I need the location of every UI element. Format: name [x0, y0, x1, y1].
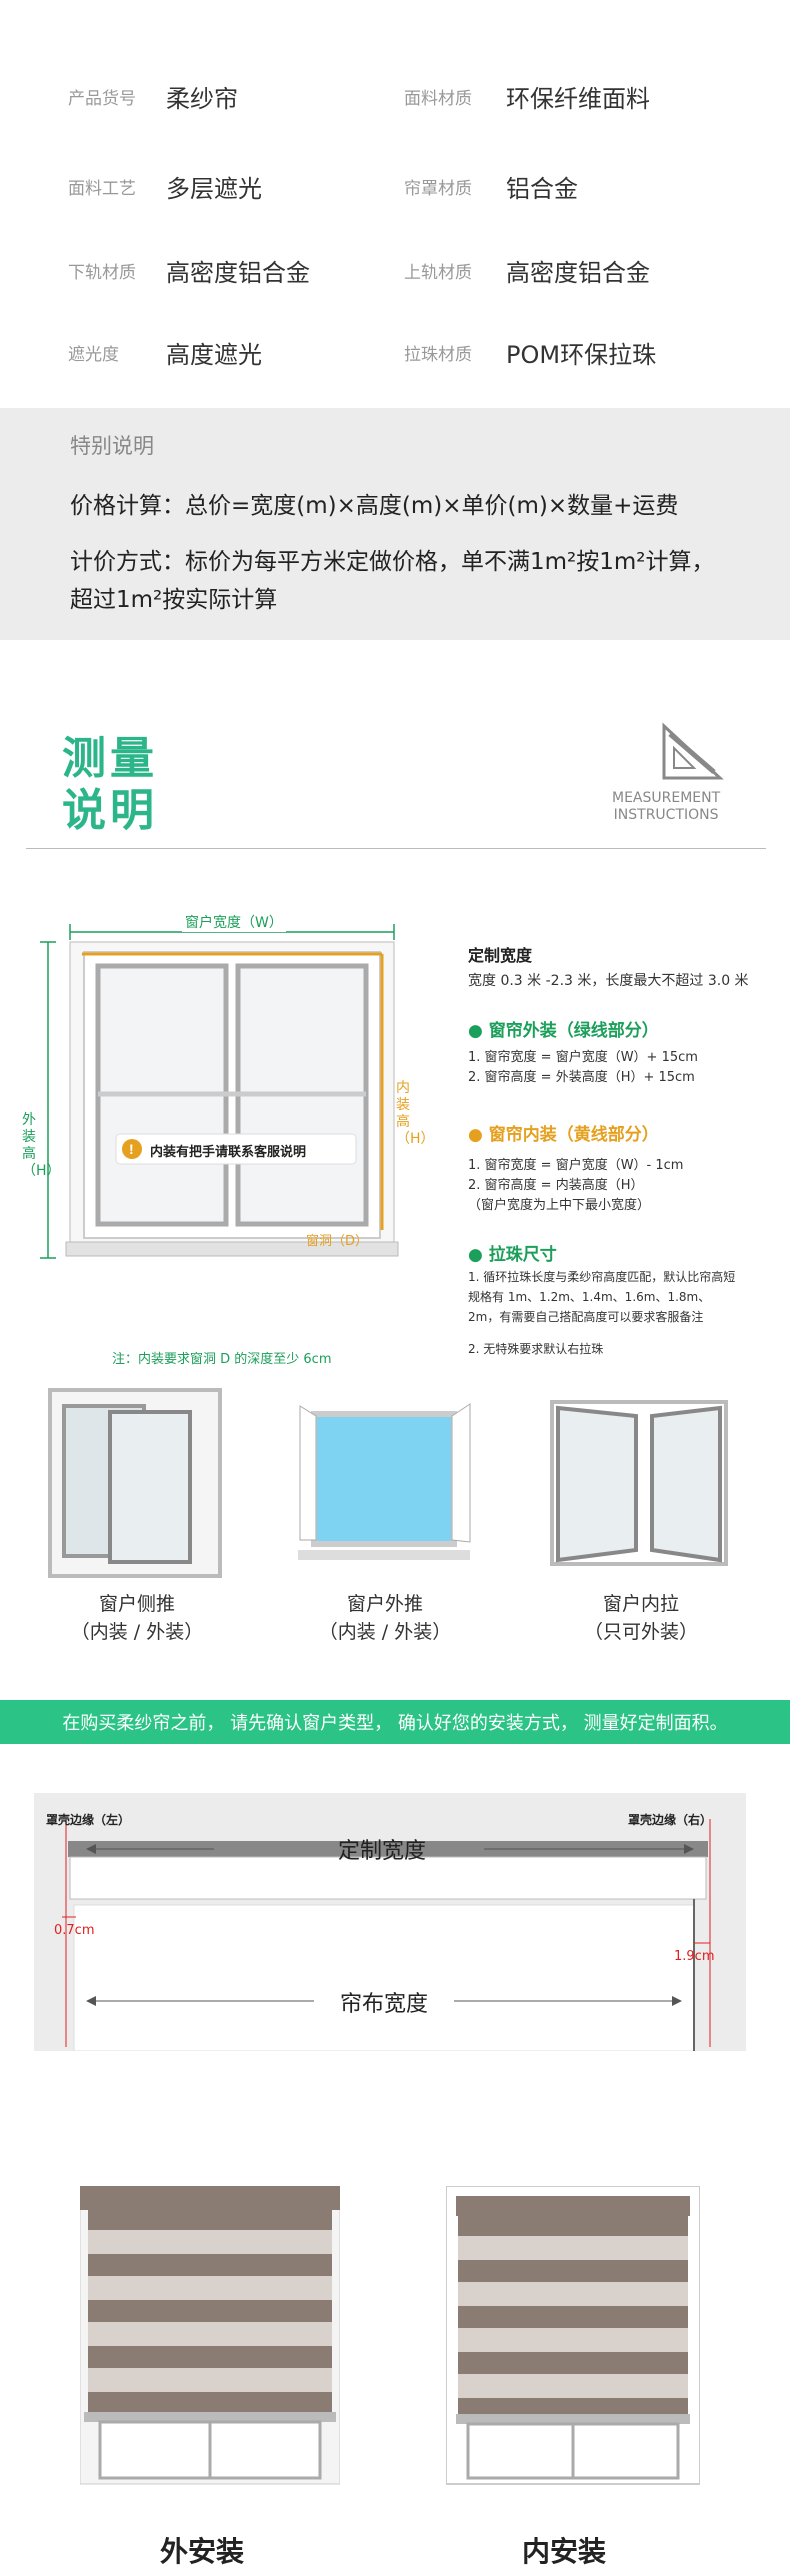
inner-install-title: ● 窗帘内装（黄线部分）	[468, 1125, 659, 1145]
special-notice: 特别说明 价格计算：总价=宽度(m)×高度(m)×单价(m)×数量+运费 计价方…	[0, 408, 790, 640]
svg-text:!: !	[129, 1141, 134, 1157]
price-formula: 价格计算：总价=宽度(m)×高度(m)×单价(m)×数量+运费	[70, 493, 679, 519]
fabric-width-label: 帘布宽度	[340, 1992, 429, 2017]
spec-value: 高度遮光	[166, 340, 262, 369]
inner-height-label: 内装高（H）	[396, 1080, 435, 1147]
spec-key: 产品货号	[68, 88, 136, 109]
right-gap-label: 1.9cm	[674, 1949, 715, 1964]
spec-row: 下轨材质 高密度铝合金 上轨材质 高密度铝合金	[0, 250, 790, 290]
right-edge-label: 罩壳边缘（右）	[628, 1813, 713, 1827]
spec-value: 多层遮光	[166, 174, 262, 203]
pricing-method-cont: 超过1m²按实际计算	[70, 587, 278, 613]
left-edge-label: 罩壳边缘（左）	[46, 1813, 131, 1827]
spec-key: 帘罩材质	[404, 178, 472, 199]
bead-line-2: 规格有 1m、1.2m、1.4m、1.6m、1.8m、	[468, 1290, 711, 1304]
bead-line-3: 2m，有需要自己搭配高度可以要求客服备注	[468, 1310, 704, 1324]
handle-bubble: 内装有把手请联系客服说明	[150, 1145, 307, 1160]
purchase-banner: 在购买柔纱帘之前， 请先确认窗户类型， 确认好您的安装方式， 测量好定制面积。	[0, 1700, 790, 1744]
pricing-method: 计价方式：标价为每平方米定做价格，单不满1m²按1m²计算，	[70, 549, 715, 575]
width-label: 窗户宽度（W）	[182, 912, 286, 932]
outer-install-caption: 外安装	[160, 2535, 245, 2568]
spec-row: 产品货号 柔纱帘 面料材质 环保纤维面料	[0, 76, 790, 116]
outer-install-title: ● 窗帘外装（绿线部分）	[468, 1021, 659, 1041]
custom-width-label: 定制宽度	[338, 1839, 427, 1864]
sliding-window-image	[48, 1388, 222, 1578]
measure-title-2: 说明	[62, 785, 158, 836]
spec-value: POM环保拉珠	[506, 340, 657, 369]
spec-key: 面料工艺	[68, 178, 136, 199]
spec-value: 高密度铝合金	[506, 258, 650, 287]
en-line-1: MEASUREMENT	[612, 790, 721, 806]
window-drawing: !	[40, 924, 399, 1259]
divider	[26, 848, 766, 849]
outer-rule-1: 1. 窗帘宽度 = 窗户宽度（W）+ 15cm	[468, 1050, 698, 1065]
window-type-outward: 窗户外推 （内装 / 外装）	[270, 1380, 500, 1646]
notice-title: 特别说明	[70, 434, 154, 458]
spec-row: 遮光度 高度遮光 拉珠材质 POM环保拉珠	[0, 332, 790, 372]
window-type-slide: 窗户侧推 （内装 / 外装）	[22, 1380, 252, 1646]
spec-key: 下轨材质	[68, 262, 136, 283]
spec-value: 环保纤维面料	[506, 84, 650, 113]
spec-key: 上轨材质	[404, 262, 472, 283]
en-line-2: INSTRUCTIONS	[613, 807, 719, 823]
spec-row: 面料工艺 多层遮光 帘罩材质 铝合金	[0, 166, 790, 206]
inner-install-blind-image	[446, 2186, 700, 2485]
window-type-sub: （只可外装）	[583, 1621, 698, 1643]
window-type-name: 窗户内拉	[602, 1593, 679, 1615]
window-diagram: ! 窗户宽度（W） 外装高（H） 内装高（H） 窗洞（D） 内装有把手请联系客服…	[22, 912, 466, 1367]
spec-value: 高密度铝合金	[166, 258, 310, 287]
window-type-inward: 窗户内拉 （只可外装）	[526, 1380, 756, 1646]
inner-rule-3: （窗户宽度为上中下最小宽度）	[468, 1198, 651, 1213]
inner-rule-1: 1. 窗帘宽度 = 窗户宽度（W）- 1cm	[468, 1158, 684, 1173]
window-type-sub: （内装 / 外装）	[318, 1621, 452, 1643]
outer-install-blind-image	[80, 2186, 340, 2485]
outer-height-label: 外装高（H）	[22, 1112, 61, 1179]
inner-rule-2: 2. 窗帘高度 = 内装高度（H）	[468, 1178, 644, 1193]
spec-key: 拉珠材质	[404, 344, 472, 365]
bead-line-4: 2. 无特殊要求默认右拉珠	[468, 1342, 604, 1356]
ruler-triangle-icon	[662, 722, 724, 780]
bead-line-1: 1. 循环拉珠长度与柔纱帘高度匹配，默认比帘高短	[468, 1270, 736, 1284]
recess-note: 注：内装要求窗洞 D 的深度至少 6cm	[112, 1352, 332, 1367]
custom-width-line: 宽度 0.3 米 -2.3 米，长度最大不超过 3.0 米	[468, 973, 749, 989]
spec-value: 铝合金	[506, 174, 578, 203]
custom-width-title: 定制宽度	[468, 946, 533, 965]
measure-en-title: MEASUREMENT INSTRUCTIONS	[612, 790, 720, 824]
left-gap-label: 0.7cm	[54, 1923, 95, 1938]
window-type-name: 窗户侧推	[98, 1593, 175, 1615]
bead-title: ● 拉珠尺寸	[468, 1245, 557, 1265]
outward-window-image	[298, 1403, 471, 1560]
spec-table: 产品货号 柔纱帘 面料材质 环保纤维面料 面料工艺 多层遮光 帘罩材质 铝合金 …	[0, 0, 790, 408]
spec-value: 柔纱帘	[166, 84, 238, 113]
recess-label: 窗洞（D）	[306, 1234, 369, 1249]
inner-install-caption: 内安装	[522, 2535, 607, 2568]
measure-title-1: 测量	[62, 733, 158, 784]
spec-key: 遮光度	[68, 344, 119, 365]
roller-width-diagram: 罩壳边缘（左） 罩壳边缘（右） 定制宽度 帘布宽度 0.7cm 1.9cm	[34, 1793, 746, 2051]
window-type-name: 窗户外推	[346, 1593, 423, 1615]
inward-window-image	[550, 1400, 728, 1566]
roller-drawing	[62, 1819, 711, 2051]
outer-rule-2: 2. 窗帘高度 = 外装高度（H）+ 15cm	[468, 1070, 695, 1085]
spec-key: 面料材质	[404, 88, 472, 109]
window-type-sub: （内装 / 外装）	[70, 1621, 204, 1643]
